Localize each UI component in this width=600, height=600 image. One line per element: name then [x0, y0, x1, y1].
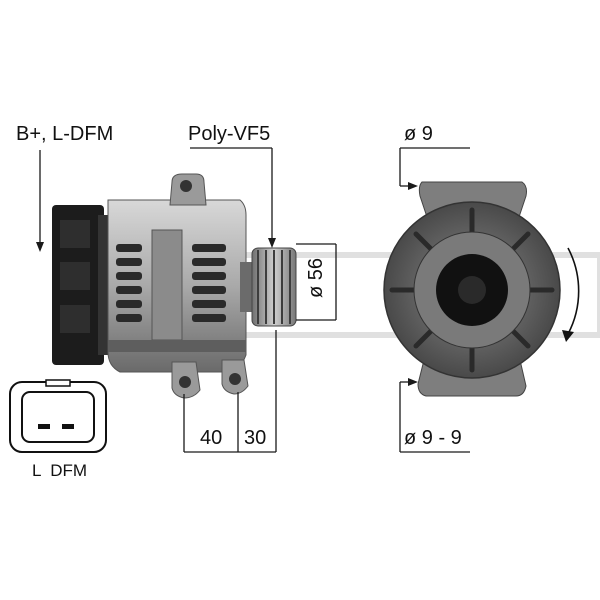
- depth-b-label: 30: [244, 427, 266, 449]
- connector-label: L DFM: [32, 461, 87, 480]
- alternator-side-view: [52, 173, 297, 399]
- pulley: [251, 247, 297, 327]
- pulley-diameter-label: ø 56: [305, 258, 327, 298]
- terminal-label: B+, L-DFM: [16, 123, 113, 145]
- alternator-front-view: [383, 181, 561, 397]
- pulley-type-label: Poly-VF5: [188, 123, 270, 145]
- hole-bottom-label: ø 9 - 9: [404, 427, 462, 449]
- connector-plug-icon: [9, 379, 107, 453]
- rotation-arrow: [562, 247, 580, 342]
- depth-a-label: 40: [200, 427, 222, 449]
- hole-top-label: ø 9: [404, 123, 433, 145]
- dimension-lines: [36, 147, 470, 453]
